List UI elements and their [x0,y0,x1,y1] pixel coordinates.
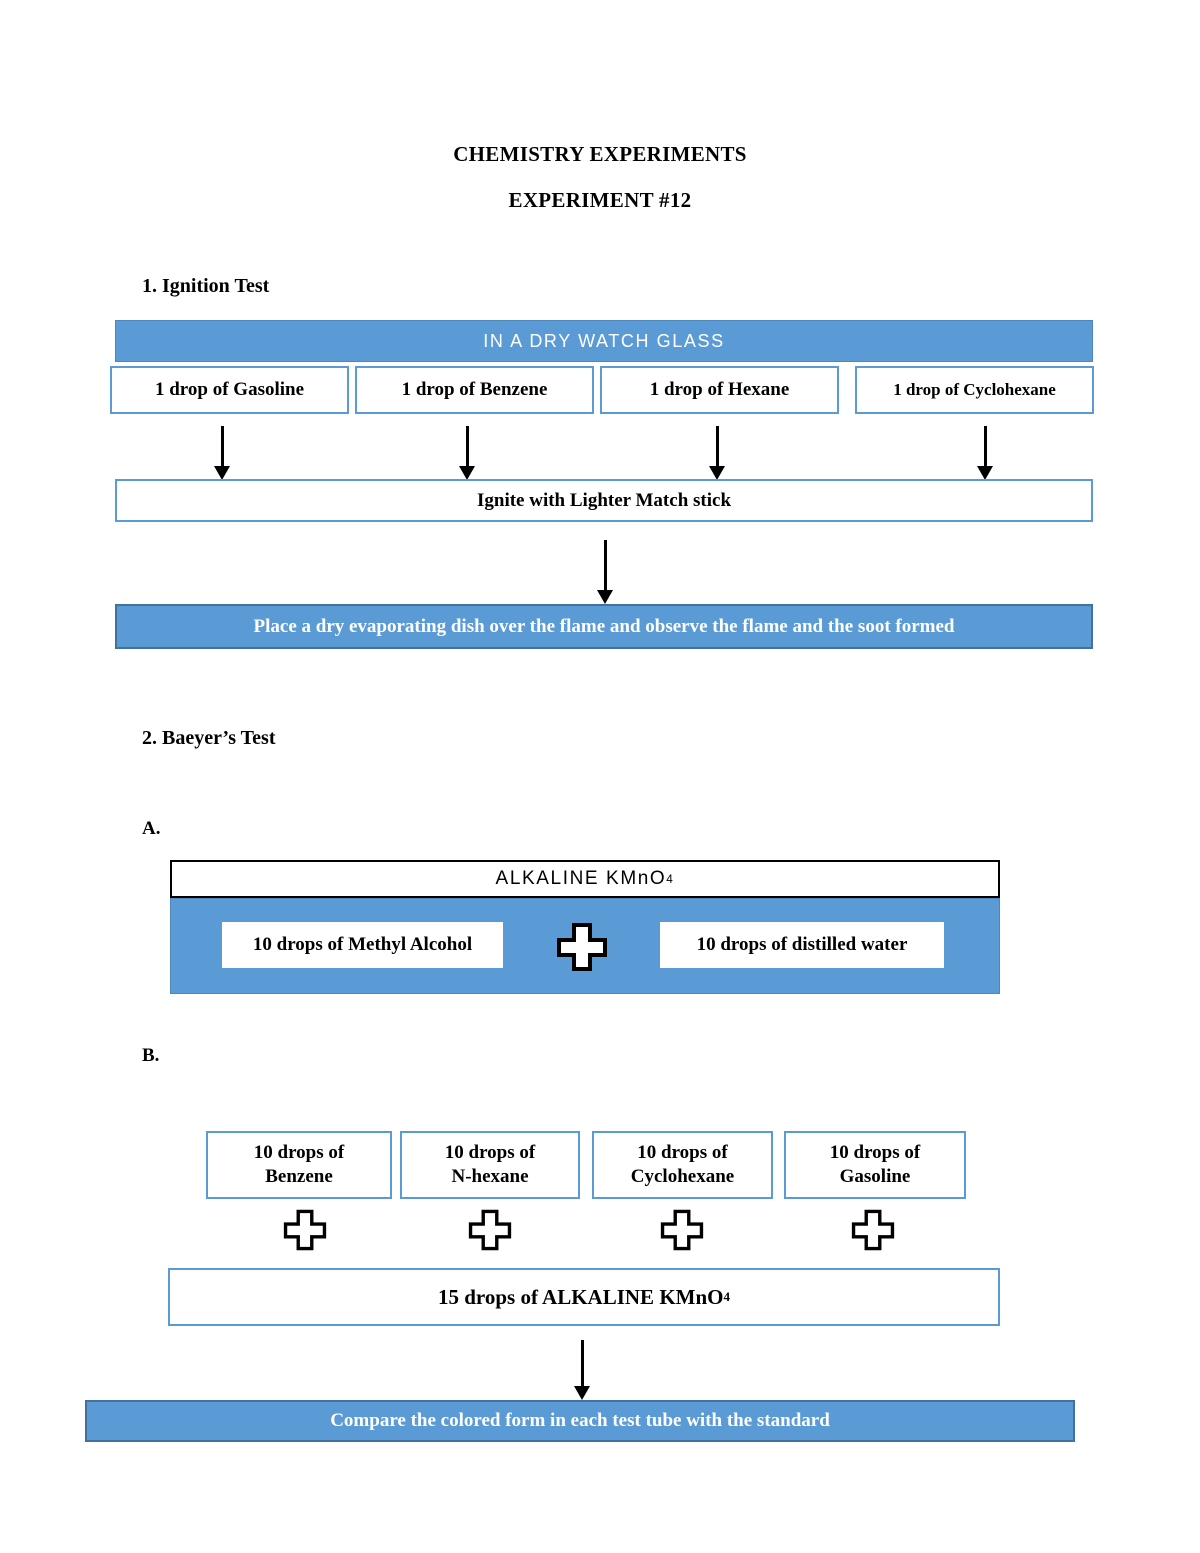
header-alkaline-kmno4-subscript: 4 [666,872,675,886]
page-title: CHEMISTRY EXPERIMENTS [453,142,747,166]
reagent-box-15-drops-text: 15 drops of ALKALINE KMnO [437,1284,724,1309]
sample-box-benzene: 1 drop of Benzene [355,366,594,414]
section-heading-baeyers-test: 2. Baeyer’s Test [142,727,276,749]
plus-icon-benzene [283,1208,327,1252]
result-banner-compare-colored-form: Compare the colored form in each test tu… [85,1400,1075,1442]
sample-box-n-hexane-b-line1: 10 drops of [444,1142,536,1164]
sample-box-gasoline-b-line1: 10 drops of [829,1142,921,1164]
reagent-box-distilled-water: 10 drops of distilled water [660,922,944,968]
reagent-box-methyl-alcohol: 10 drops of Methyl Alcohol [222,922,503,968]
arrow-down-gasoline [207,426,237,480]
banner-dry-watch-glass: IN A DRY WATCH GLASS [115,320,1093,362]
plus-icon [556,922,608,972]
sample-box-gasoline-b: 10 drops of Gasoline [784,1131,966,1199]
sample-box-cyclohexane: 1 drop of Cyclohexane [855,366,1094,414]
sample-box-n-hexane-b: 10 drops of N-hexane [400,1131,580,1199]
arrow-down-hexane [702,426,732,480]
part-label-b: B. [142,1045,160,1066]
plus-icon-cyclohexane [660,1208,704,1252]
sample-box-cyclohexane-b-line2: Cyclohexane [630,1166,735,1187]
sample-box-gasoline: 1 drop of Gasoline [110,366,349,414]
arrow-down-cyclohexane [970,426,1000,480]
section-heading-ignition-test: 1. Ignition Test [142,275,270,297]
sample-box-cyclohexane-b-line1: 10 drops of [637,1142,728,1164]
header-alkaline-kmno4-text: ALKALINE KMnO [495,868,667,889]
sample-box-benzene-b-line2: Benzene [265,1166,333,1187]
reagent-box-15-drops-subscript: 4 [723,1289,730,1304]
sample-box-gasoline-b-line2: Gasoline [839,1166,911,1187]
sample-box-n-hexane-b-line2: N-hexane [451,1166,529,1187]
page-subtitle: EXPERIMENT #12 [508,188,692,212]
plus-icon-n-hexane [468,1208,512,1252]
sample-box-benzene-b-line1: 10 drops of [253,1142,345,1164]
sample-box-hexane: 1 drop of Hexane [600,366,839,414]
arrow-down-benzene [452,426,482,480]
part-label-a: A. [142,818,161,839]
arrow-down-to-result [590,540,620,604]
plus-icon-gasoline [851,1208,895,1252]
arrow-down-to-compare [567,1340,597,1400]
step-box-ignite: Ignite with Lighter Match stick [115,479,1093,522]
sample-box-benzene-b: 10 drops of Benzene [206,1131,392,1199]
result-banner-observe-flame-soot: Place a dry evaporating dish over the fl… [115,604,1093,649]
sample-box-cyclohexane-b: 10 drops of Cyclohexane [592,1131,773,1199]
